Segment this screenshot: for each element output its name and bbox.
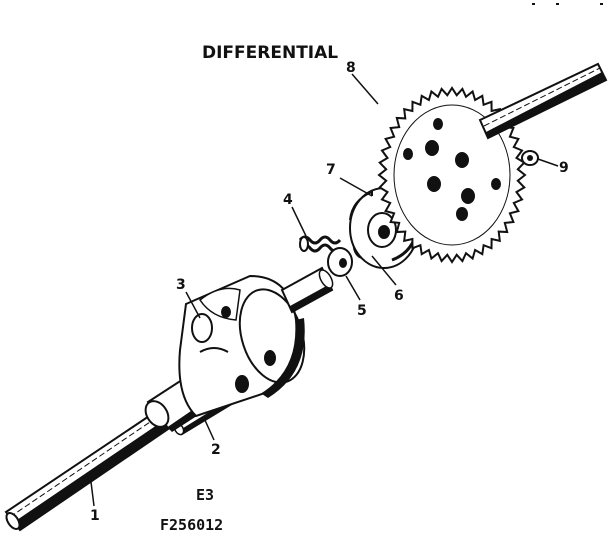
nut [521,150,539,166]
part-number: F256012 [160,516,223,534]
callout-2: 2 [211,442,221,458]
callout-5: 5 [357,303,367,319]
figure-code: E3 [196,486,214,504]
callout-4: 4 [283,192,293,208]
washer-small [327,247,353,277]
inner-shaft-stub [280,266,334,314]
leader-lines [89,73,559,507]
corner-marks [532,3,603,5]
diagram-title: DIFFERENTIAL [202,43,338,63]
axle-shaft-upper [478,62,608,140]
callout-7: 7 [326,162,336,178]
callout-3: 3 [176,277,186,293]
callout-9: 9 [559,160,569,176]
differential-case [178,274,306,418]
callout-8: 8 [346,60,356,76]
callout-6: 6 [394,288,404,304]
callout-labels: 1 2 3 4 5 6 7 8 9 [90,60,569,524]
callout-1: 1 [90,508,100,524]
gear-holes [403,118,501,221]
axle-shaft-lower [4,396,192,532]
